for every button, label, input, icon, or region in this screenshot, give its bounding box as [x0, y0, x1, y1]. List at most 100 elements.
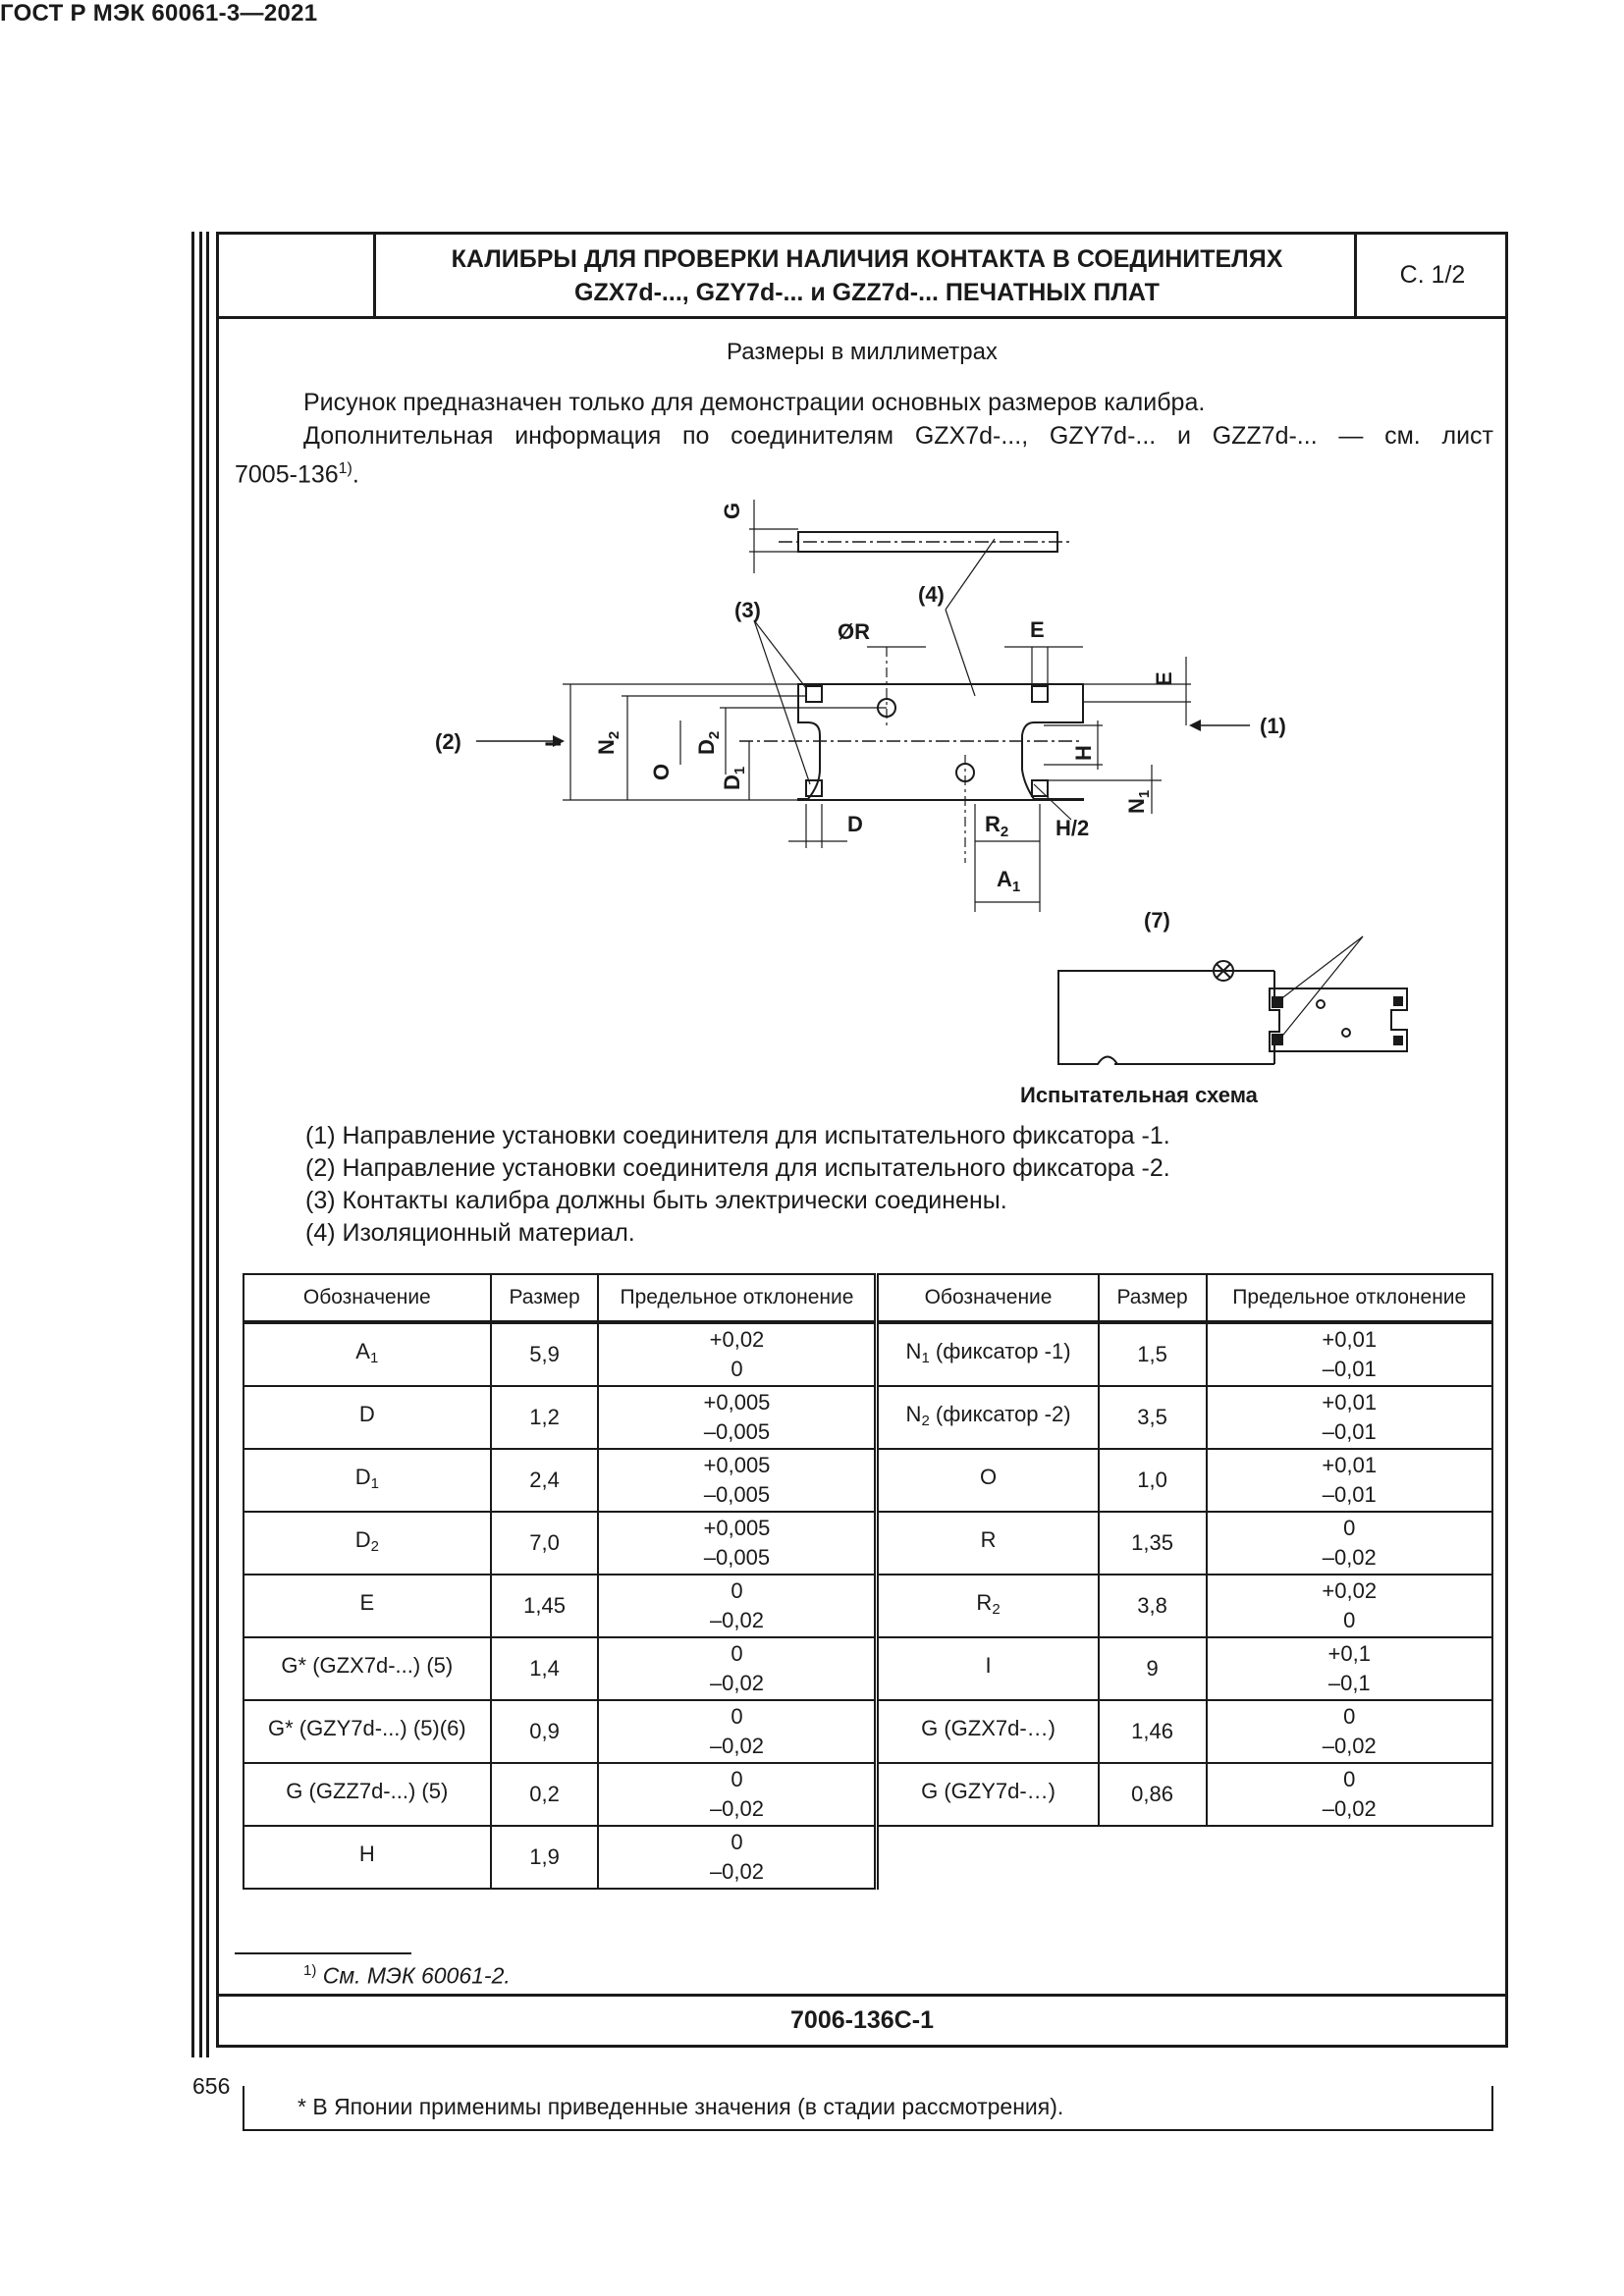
designation-text: H [358, 1841, 375, 1866]
sheet-header: КАЛИБРЫ ДЛЯ ПРОВЕРКИ НАЛИЧИЯ КОНТАКТА В … [219, 235, 1505, 319]
designation-subscript: 2 [992, 1600, 1001, 1618]
label-O: O [649, 764, 674, 780]
callout-2: (2) [435, 729, 461, 754]
designation-subscript: 2 [921, 1412, 930, 1429]
tolerance-upper: 0 [731, 1578, 743, 1603]
tolerance-upper: 0 [731, 1767, 743, 1791]
designation-text: N [905, 1338, 922, 1363]
cell-designation: D1 [243, 1448, 492, 1513]
designation-text: G (GZY7d-…) [921, 1778, 1056, 1803]
designation-text: R [980, 1526, 997, 1552]
label-E: E [1030, 617, 1045, 642]
cell-designation: N2 (фиксатор -2) [875, 1385, 1100, 1450]
lamp-icon [1213, 960, 1234, 982]
table-footnote: * В Японии применимы приведенные значени… [298, 2094, 1064, 2119]
callout-1: (1) [1260, 714, 1286, 738]
cell-designation: R [875, 1511, 1100, 1575]
cell-tolerance: +0,005–0,005 [597, 1448, 880, 1513]
cell-size: 5,9 [489, 1321, 600, 1387]
col-header: Размер [489, 1273, 600, 1324]
footnote-text: См. МЭК 60061-2. [322, 1962, 511, 1989]
label-oR: ØR [838, 619, 870, 644]
designation-subscript: 1 [370, 1474, 379, 1492]
designation-text: R [976, 1589, 993, 1615]
designation-text: G (GZZ7d-...) (5) [286, 1778, 449, 1803]
tolerance-lower: –0,01 [1322, 1357, 1377, 1381]
tolerance-lower: –0,01 [1322, 1419, 1377, 1444]
leader [945, 609, 976, 697]
callout-7: (7) [1144, 908, 1170, 933]
cell-size: 1,5 [1097, 1321, 1208, 1387]
cell-tolerance: 0 –0,02 [597, 1762, 880, 1827]
table-header-row: Обозначение Размер Предельное отклонение… [243, 1273, 1494, 1324]
sheet-ref-text: 7005-136 [235, 460, 339, 489]
cell-designation: G (GZY7d-…) [875, 1762, 1100, 1827]
cell-tolerance: +0,005–0,005 [597, 1511, 880, 1575]
designation-subscript: 2 [370, 1537, 379, 1555]
label-G: G [720, 503, 744, 519]
label-N1: N1 [1124, 790, 1153, 814]
cell-size: 0,2 [489, 1762, 600, 1827]
dimensions-table: Обозначение Размер Предельное отклонение… [243, 1273, 1494, 1890]
test-contact [1272, 1034, 1283, 1045]
label-R2: R2 [985, 812, 1008, 840]
footnote: 1) См. МЭК 60061-2. [303, 1962, 511, 1990]
tolerance-upper: 0 [1343, 1704, 1356, 1729]
tolerance-upper: +0,1 [1327, 1641, 1371, 1666]
tolerance-lower: –0,02 [709, 1796, 764, 1821]
contact-top-right [1031, 685, 1049, 703]
binding-line [191, 232, 194, 2057]
tolerance-lower: –0,02 [709, 1734, 764, 1758]
sheet-reference: С. 1/2 [1354, 235, 1508, 316]
cell-tolerance: 0–0,02 [597, 1699, 880, 1764]
paragraph-2-cont: 7005-1361). [235, 453, 359, 491]
tolerance-upper: +0,02 [709, 1327, 765, 1352]
col-header: Предельное отклонение [1205, 1273, 1494, 1324]
cell-size: 1,35 [1097, 1511, 1208, 1575]
gauge-drawing: G (3) (4) ØR E E (1) (2) I N2 O D2 D1 H … [435, 500, 1408, 1107]
cell-tolerance: +0,1–0,1 [1205, 1636, 1494, 1701]
label-E-side: E [1152, 671, 1176, 686]
tolerance-lower: 0 [731, 1357, 743, 1381]
cell-designation: N1 (фиксатор -1) [875, 1321, 1100, 1387]
tolerance-lower: –0,02 [1322, 1734, 1377, 1758]
designation-text: D [358, 1401, 375, 1426]
cell-designation: D2 [243, 1511, 492, 1575]
designation-text: G* (GZX7d-...) (5) [281, 1652, 454, 1678]
designation-text: G* (GZY7d-...) (5)(6) [267, 1715, 466, 1740]
table-row: G (GZZ7d-...) (5) 0,2 0 –0,02 G (GZY7d-…) 0,8… [243, 1762, 1494, 1827]
leader [1278, 935, 1364, 1041]
arrow-head [553, 735, 565, 747]
standard-title: ГОСТ Р МЭК 60061-3—2021 [0, 0, 318, 27]
tolerance-upper: 0 [1343, 1516, 1356, 1540]
cell-designation: G (GZZ7d-...) (5) [243, 1762, 492, 1827]
label-A1: A1 [997, 867, 1020, 895]
contact-bottom-right [1031, 779, 1049, 797]
cell-tolerance: 0–0,02 [1205, 1511, 1494, 1575]
footnote-mark: 1) [303, 1962, 317, 1979]
note-1: (1) Направление установки соединителя дл… [305, 1122, 1170, 1149]
test-scheme-caption: Испытательная схема [1020, 1083, 1259, 1107]
tolerance-lower: –0,02 [709, 1859, 764, 1884]
designation-suffix: (фиксатор -1) [929, 1338, 1071, 1363]
tolerance-lower: –0,02 [709, 1608, 764, 1632]
label-N2: N2 [594, 731, 623, 755]
period: . [352, 460, 359, 489]
cell-size: 0,86 [1097, 1762, 1208, 1827]
designation-suffix: (фиксатор -2) [929, 1401, 1071, 1426]
tolerance-upper: +0,01 [1322, 1453, 1378, 1477]
designation-text: N [905, 1401, 922, 1426]
paragraph-1: Рисунок предназначен только для демонстр… [303, 389, 1206, 416]
cell-designation: G* (GZX7d-...) (5) [243, 1636, 492, 1701]
cell-tolerance: 0–0,02 [597, 1636, 880, 1701]
leader [753, 619, 807, 689]
cell-size: 2,4 [489, 1448, 600, 1513]
cell-tolerance: +0,01–0,01 [1205, 1385, 1494, 1450]
designation-subscript: 1 [369, 1349, 379, 1366]
tolerance-upper: 0 [1343, 1767, 1356, 1791]
sheet-code: 7006-136C-1 [219, 1994, 1505, 2045]
